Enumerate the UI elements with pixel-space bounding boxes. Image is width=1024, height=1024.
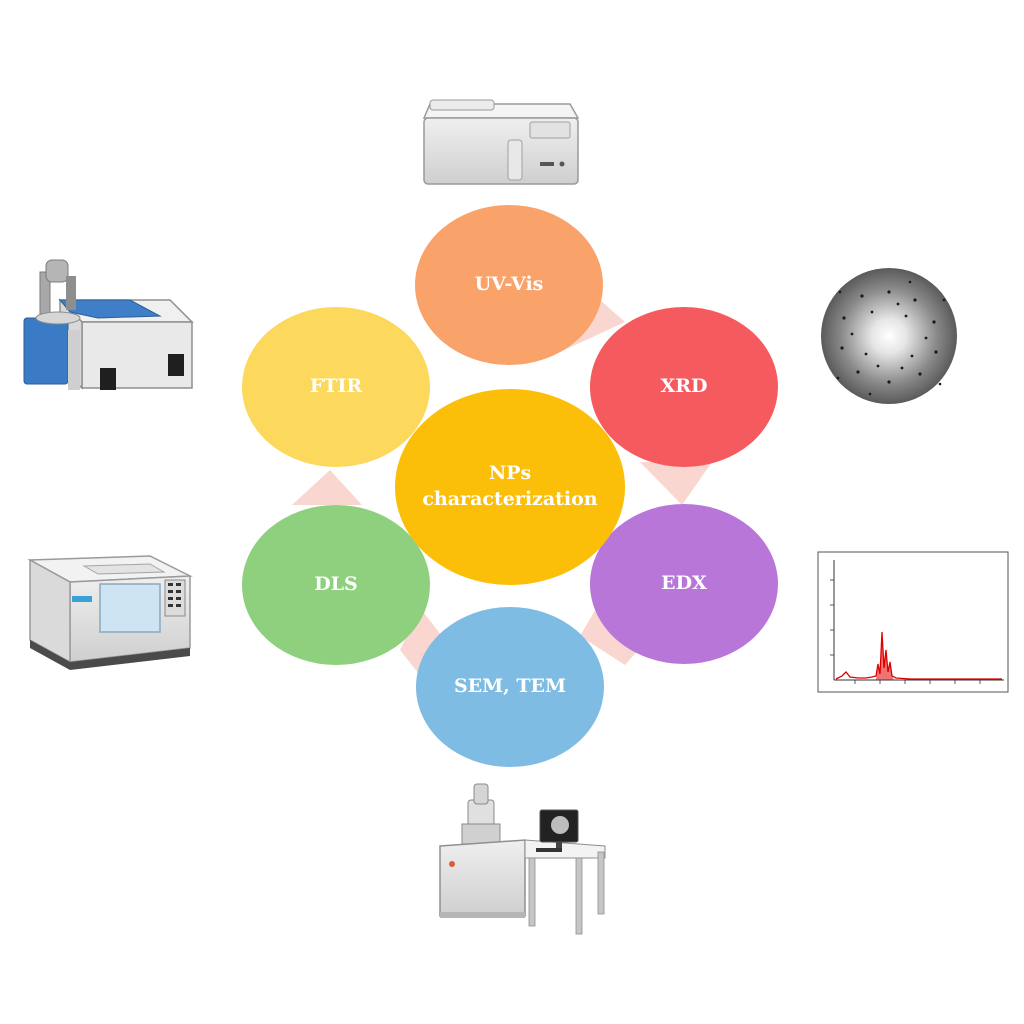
node-xrd-circle (590, 307, 778, 467)
node-ftir-circle (242, 307, 430, 467)
node-ftir-label: FTIR (310, 375, 363, 397)
node-uvvis-label: UV-Vis (475, 273, 544, 295)
arrow-semtem-to-dls (400, 608, 445, 678)
node-edx: EDX (590, 504, 778, 664)
node-center: NPs characterization (395, 389, 625, 585)
node-uvvis: UV-Vis (415, 205, 603, 365)
node-dls-label: DLS (314, 573, 358, 595)
dls-analyzer-icon (27, 555, 193, 670)
node-uvvis-circle (415, 205, 603, 365)
center-label-line1: NPs (489, 462, 531, 484)
node-edx-circle (590, 504, 778, 664)
electron-microscope-workstation-icon (439, 783, 606, 935)
node-xrd-label: XRD (660, 375, 707, 397)
ftir-spectrometer-icon (23, 259, 194, 390)
node-edx-label: EDX (661, 572, 707, 594)
node-dls: DLS (242, 505, 430, 665)
node-dls-circle (242, 505, 430, 665)
arrow-dls-to-ftir (292, 470, 362, 505)
node-xrd: XRD (590, 307, 778, 467)
center-label-line2: characterization (422, 488, 597, 510)
node-semtem: SEM, TEM (416, 607, 604, 767)
xrd-diffraction-pattern-icon (821, 268, 957, 404)
edx-spectrum-plot-icon (817, 551, 1009, 693)
node-semtem-label: SEM, TEM (454, 675, 566, 697)
node-center-circle (395, 389, 625, 585)
uv-vis-spectrophotometer-icon (422, 99, 580, 185)
arrow-xrd-to-edx (640, 462, 712, 505)
arrow-edx-to-semtem (580, 602, 640, 665)
node-ftir: FTIR (242, 307, 430, 467)
node-semtem-circle (416, 607, 604, 767)
